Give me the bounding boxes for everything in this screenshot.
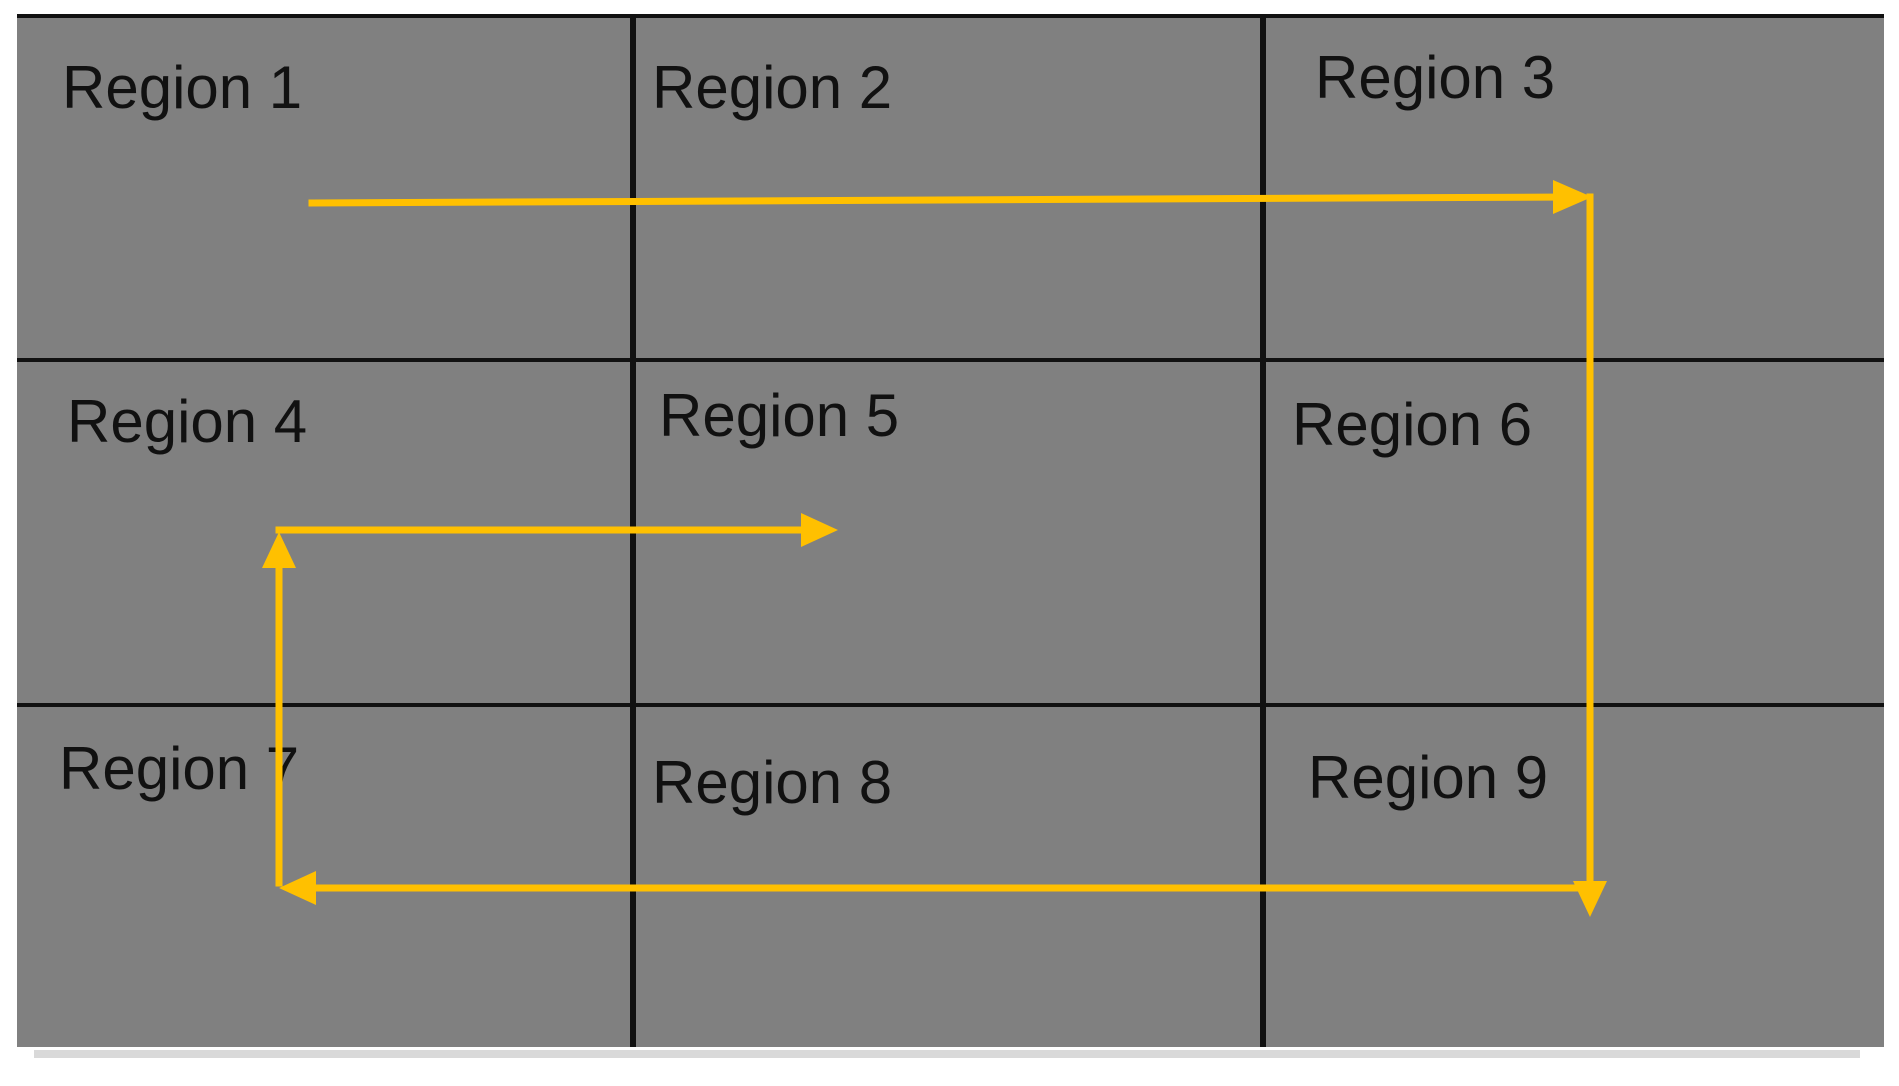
grid-row-divider-2 <box>17 703 1884 707</box>
region-5-label: Region 5 <box>659 382 900 449</box>
region-7-label: Region 7 <box>59 735 300 802</box>
region-1-label: Region 1 <box>62 54 303 121</box>
region-8-label: Region 8 <box>652 749 893 816</box>
region-9-label: Region 9 <box>1308 744 1549 811</box>
arrowhead-left-icon <box>279 871 316 905</box>
region-4-label: Region 4 <box>67 388 308 455</box>
bottom-scroll-strip <box>34 1050 1860 1058</box>
traversal-path <box>262 180 1607 917</box>
grid-top-border <box>17 14 1884 18</box>
arrowhead-right-icon <box>1553 180 1592 214</box>
region-3-label: Region 3 <box>1315 44 1556 111</box>
region-2-label: Region 2 <box>652 54 893 121</box>
grid-col-divider-2 <box>1260 16 1266 1047</box>
arrowhead-right-icon <box>801 513 838 547</box>
path-segment-region1-to-region3 <box>308 193 1570 207</box>
arrowhead-up-icon <box>262 532 296 568</box>
grid-row-divider-1 <box>17 358 1884 362</box>
region-6-label: Region 6 <box>1292 391 1533 458</box>
